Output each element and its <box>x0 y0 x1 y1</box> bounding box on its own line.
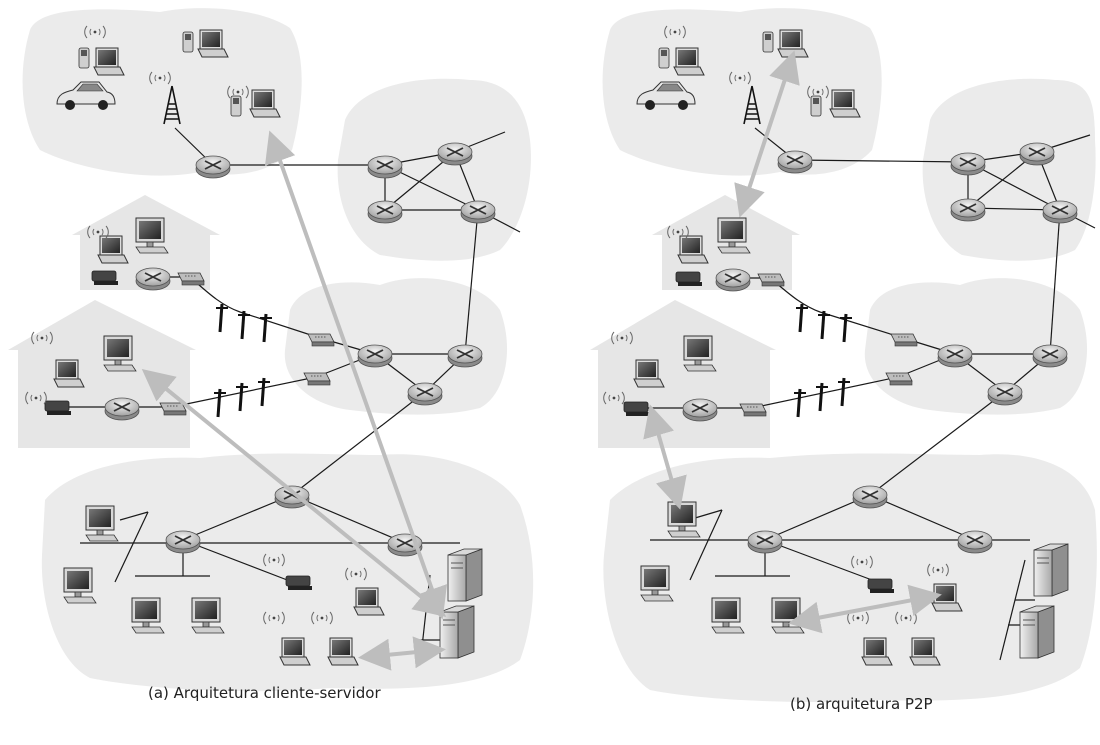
router <box>367 200 403 224</box>
panel-p2p <box>590 8 1097 702</box>
cloud-corporate-network <box>603 453 1097 702</box>
wireless-access-point <box>623 401 651 417</box>
router <box>165 530 201 554</box>
utility-pole <box>234 381 250 413</box>
server <box>1033 543 1069 597</box>
utility-pole <box>836 376 852 408</box>
phone <box>810 95 822 117</box>
communication-arrows <box>141 130 448 671</box>
desktop <box>135 217 169 254</box>
home-router <box>104 397 140 421</box>
home-router <box>715 268 751 292</box>
router <box>950 152 986 176</box>
wireless-access-point <box>91 270 119 286</box>
utility-pole <box>256 376 272 408</box>
router <box>367 155 403 179</box>
utility-pole <box>236 309 252 341</box>
dsl-modem <box>303 372 331 386</box>
router <box>957 530 993 554</box>
utility-pole <box>816 309 832 341</box>
desktop <box>717 217 751 254</box>
cable-modem <box>307 333 335 347</box>
server <box>447 548 483 602</box>
utility-pole <box>258 312 274 344</box>
wireless-access-point <box>44 400 72 416</box>
wireless-access-point <box>285 575 313 591</box>
cable-modem <box>757 273 785 287</box>
house-bottom <box>590 300 776 448</box>
caption-client-server: (a) Arquitetura cliente-servidor <box>148 684 381 702</box>
router <box>460 200 496 224</box>
server <box>439 605 475 659</box>
cloud-regional-network <box>864 278 1088 415</box>
router <box>852 485 888 509</box>
router <box>1042 200 1078 224</box>
home-router <box>135 267 171 291</box>
utility-pole <box>838 312 854 344</box>
router <box>437 142 473 166</box>
desktop <box>711 597 745 634</box>
desktop <box>191 597 225 634</box>
desktop <box>85 505 119 542</box>
router <box>195 155 231 179</box>
cable-modem <box>177 272 205 286</box>
utility-pole <box>814 381 830 413</box>
server <box>1019 605 1055 659</box>
router <box>407 382 443 406</box>
phone <box>230 95 242 117</box>
caption-p2p: (b) arquitetura P2P <box>790 695 933 713</box>
router <box>987 382 1023 406</box>
desktop <box>667 501 701 538</box>
home-router <box>682 398 718 422</box>
router <box>357 344 393 368</box>
router <box>937 344 973 368</box>
utility-pole <box>792 387 808 419</box>
desktop <box>131 597 165 634</box>
router <box>1019 142 1055 166</box>
phone <box>762 31 774 53</box>
router <box>1032 344 1068 368</box>
cloud-isp-network <box>922 78 1096 261</box>
desktop <box>103 335 137 372</box>
panel-client-server <box>8 8 534 692</box>
dsl-modem <box>739 403 767 417</box>
cable-modem <box>890 333 918 347</box>
router <box>447 344 483 368</box>
p2p-arrows <box>643 50 942 634</box>
router <box>747 530 783 554</box>
utility-pole <box>214 302 230 334</box>
cloud-mobile-network <box>22 8 302 176</box>
desktop <box>640 565 674 602</box>
router <box>950 198 986 222</box>
wireless-access-point <box>675 271 703 287</box>
desktop <box>771 597 805 634</box>
wireless-access-point <box>867 578 895 594</box>
dsl-modem <box>885 372 913 386</box>
desktop <box>63 567 97 604</box>
utility-pole <box>794 302 810 334</box>
utility-pole <box>212 387 228 419</box>
phone <box>658 47 670 69</box>
phone <box>78 47 90 69</box>
desktop <box>683 335 717 372</box>
dsl-modem <box>159 402 187 416</box>
router <box>777 150 813 174</box>
house-bottom <box>8 300 196 448</box>
phone <box>182 31 194 53</box>
